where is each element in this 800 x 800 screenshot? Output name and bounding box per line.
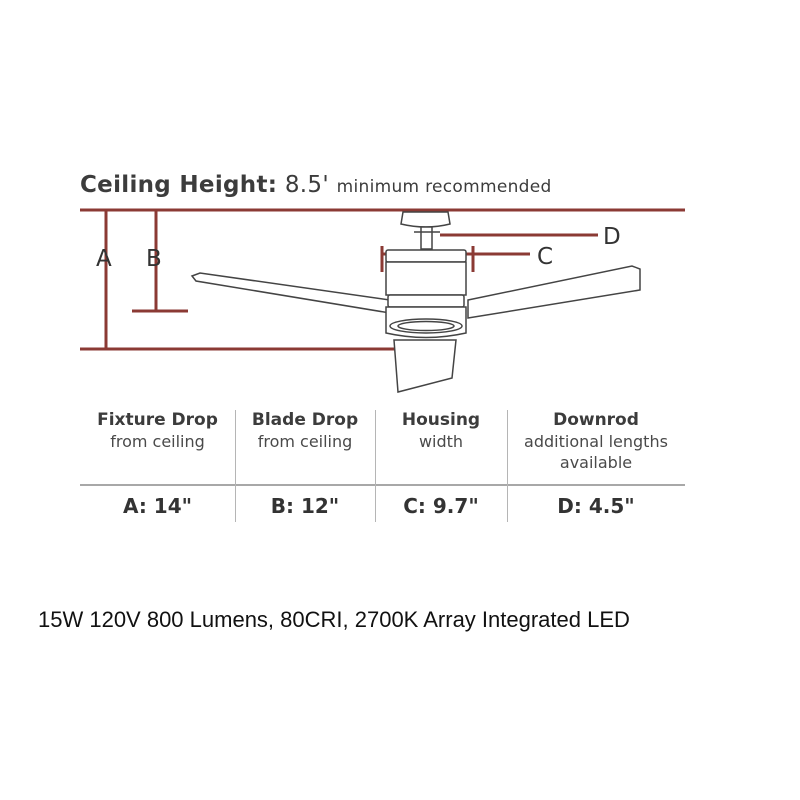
ceiling-fan-drawing [190,211,641,393]
downrod [420,226,433,250]
canopy [400,211,451,228]
dimension-letter-b: B [146,246,162,272]
spec-subtitle: from ceiling [110,432,205,451]
spec-heading: Blade Drop [251,410,359,430]
upper-housing-cap [385,249,467,263]
spec-column-downrod: Downrod additional lengths available D: … [507,410,685,518]
led-light-lens [397,320,455,332]
spec-value: D: 4.5" [557,494,635,518]
spec-value: B: 12" [270,494,340,518]
ceiling-height-label: Ceiling Height: [80,172,278,198]
spec-value: C: 9.7" [403,494,479,518]
spec-value: A: 14" [122,494,193,518]
table-divider [80,484,685,486]
spec-table: Fixture Drop from ceiling A: 14" Blade D… [80,410,685,525]
spec-subtitle: width [418,432,464,451]
dimension-letter-c: C [537,244,553,270]
blade-iron-band [387,294,465,308]
spec-column-housing: Housing width C: 9.7" [375,410,507,518]
spec-column-fixture-drop: Fixture Drop from ceiling A: 14" [80,410,235,518]
spec-subtitle: from ceiling [257,432,353,451]
spec-column-blade-drop: Blade Drop from ceiling B: 12" [235,410,375,518]
right-blade [467,265,641,319]
spec-heading: Housing [401,410,481,430]
column-divider [235,410,236,522]
dimension-letter-a: A [96,246,112,272]
column-divider [375,410,376,522]
ceiling-height-note: minimum recommended [336,177,552,197]
spec-heading: Downrod [553,410,639,430]
housing-body [385,261,467,296]
front-blade [393,339,457,393]
spec-heading: Fixture Drop [97,410,218,430]
led-spec-caption: 15W 120V 800 Lumens, 80CRI, 2700K Array … [38,607,630,632]
ceiling-height-value: 8.5' [284,172,329,198]
spec-subtitle: additional lengths available [524,432,668,472]
left-blade [190,272,391,314]
dimension-letter-d: D [603,224,621,250]
column-divider [507,410,508,522]
ceiling-height-title: Ceiling Height: 8.5' minimum recommended [80,172,552,198]
